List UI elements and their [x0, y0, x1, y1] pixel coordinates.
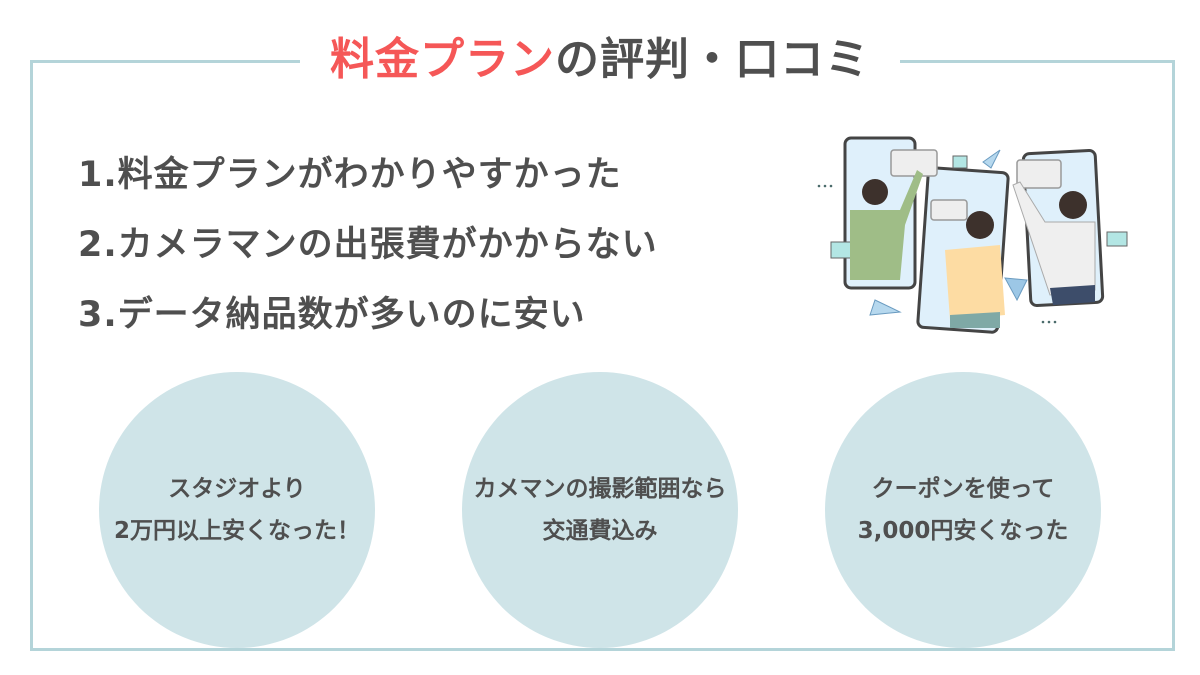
title-rest: の評判・口コミ [555, 34, 870, 85]
review-line: カメマンの撮影範囲なら [473, 476, 727, 502]
review-line: クーポンを使って [871, 476, 1055, 502]
review-circle: カメマンの撮影範囲なら 交通費込み [462, 372, 738, 648]
points-list: 1.料金プランがわかりやすかった 2.カメラマンの出張費がかからない 3.データ… [78, 140, 658, 350]
review-circle: クーポンを使って 3,000円安くなった [825, 372, 1101, 648]
title-highlight: 料金プラン [330, 34, 555, 85]
video-call-illustration [817, 136, 1128, 334]
point-item: 3.データ納品数が多いのに安い [78, 295, 586, 335]
review-circle: スタジオより 2万円以上安くなった！ [99, 372, 375, 648]
point-item: 1.料金プランがわかりやすかった [78, 155, 622, 195]
review-line: 2万円以上安くなった！ [113, 518, 360, 544]
review-line: スタジオより [168, 476, 306, 502]
point-item: 2.カメラマンの出張費がかからない [78, 225, 658, 265]
page-title: 料金プランの評判・口コミ [300, 28, 900, 92]
review-line: 3,000円安くなった [857, 518, 1069, 544]
review-line: 交通費込み [542, 518, 658, 544]
